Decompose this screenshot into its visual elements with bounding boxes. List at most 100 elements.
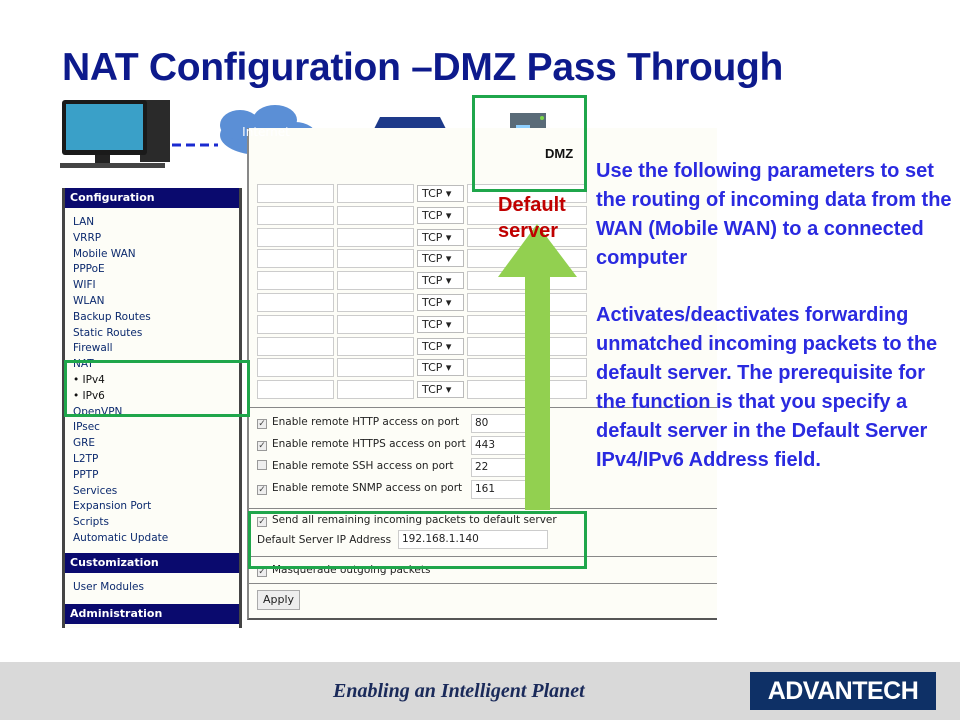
- protocol-value: TCP: [422, 208, 443, 222]
- port-input[interactable]: [337, 293, 414, 312]
- port-input[interactable]: [257, 336, 334, 356]
- port-input[interactable]: [257, 271, 334, 291]
- sidebar-item[interactable]: Expansion Port: [73, 500, 152, 513]
- sidebar-item[interactable]: OpenVPN: [73, 405, 123, 418]
- port-input[interactable]: [337, 227, 414, 247]
- description-p2: Activates/deactivates forwarding unmatch…: [596, 304, 938, 471]
- server-input[interactable]: [467, 184, 587, 203]
- remote-snmp-checkbox[interactable]: ✓: [257, 485, 267, 495]
- port-input[interactable]: [337, 205, 414, 225]
- protocol-select[interactable]: TCP ▾: [417, 337, 464, 355]
- remote-https-label: Enable remote HTTPS access on port: [272, 438, 466, 450]
- sidebar: Configuration LAN VRRP Mobile WAN PPPoE WIFI…: [62, 188, 242, 628]
- sidebar-item[interactable]: L2TP: [73, 453, 99, 465]
- remote-http-port-input[interactable]: 80: [471, 414, 527, 433]
- protocol-select[interactable]: TCP ▾: [417, 228, 464, 246]
- sidebar-item[interactable]: PPPoE: [73, 263, 105, 276]
- port-input[interactable]: [257, 227, 334, 247]
- sidebar-item[interactable]: • IPv6: [73, 389, 105, 402]
- port-input[interactable]: [337, 249, 414, 269]
- sidebar-item[interactable]: WIFI: [73, 279, 96, 292]
- port-input[interactable]: [337, 358, 414, 378]
- sidebar-item[interactable]: Scripts: [73, 516, 109, 529]
- protocol-value: TCP: [422, 296, 443, 309]
- remote-http-row: ✓ Enable remote HTTP access on port: [257, 416, 459, 429]
- protocol-value: TCP: [422, 230, 443, 244]
- protocol-select[interactable]: TCP ▾: [417, 206, 464, 224]
- slide-title: NAT Configuration –DMZ Pass Through: [62, 46, 784, 89]
- protocol-select[interactable]: TCP ▾: [417, 185, 464, 202]
- port-input[interactable]: [337, 380, 414, 400]
- sidebar-header-customization: Customization: [65, 553, 239, 573]
- port-input[interactable]: [337, 184, 414, 203]
- remote-https-row: ✓ Enable remote HTTPS access on port: [257, 438, 466, 451]
- protocol-value: TCP: [422, 339, 443, 353]
- sidebar-item[interactable]: NAT: [73, 358, 94, 371]
- description: Use the following parameters to set the …: [596, 157, 956, 475]
- protocol-value: TCP: [422, 361, 443, 375]
- sidebar-item[interactable]: • IPv4: [73, 374, 105, 386]
- footer: Enabling an Intelligent Planet ADVANTECH: [0, 662, 960, 720]
- protocol-value: TCP: [422, 317, 443, 331]
- send-remaining-label: Send all remaining incoming packets to d…: [272, 514, 557, 526]
- port-input[interactable]: [257, 380, 334, 400]
- sidebar-item[interactable]: Services: [73, 484, 118, 497]
- apply-button[interactable]: Apply: [257, 590, 301, 610]
- advantech-logo: ADVANTECH: [750, 672, 936, 710]
- sidebar-item[interactable]: Automatic Update: [73, 532, 169, 544]
- sidebar-item[interactable]: Firewall: [73, 342, 113, 355]
- port-input[interactable]: [257, 293, 334, 312]
- sidebar-header-configuration: Configuration: [65, 188, 239, 208]
- up-arrow-icon: [498, 224, 577, 510]
- port-input[interactable]: [257, 358, 334, 378]
- send-remaining-checkbox[interactable]: ✓: [257, 517, 267, 527]
- sidebar-item[interactable]: LAN: [73, 216, 95, 228]
- protocol-select[interactable]: TCP ▾: [417, 359, 464, 377]
- sidebar-item[interactable]: PPTP: [73, 468, 99, 481]
- default-server-ip-input[interactable]: 192.168.1.140: [398, 530, 548, 549]
- description-p1: Use the following parameters to set the …: [596, 160, 952, 269]
- masquerade-checkbox[interactable]: ✓: [257, 567, 267, 577]
- sidebar-item[interactable]: WLAN: [73, 295, 105, 307]
- sidebar-item[interactable]: Backup Routes: [73, 310, 151, 323]
- port-input[interactable]: [257, 249, 334, 269]
- remote-https-checkbox[interactable]: ✓: [257, 441, 267, 451]
- protocol-select[interactable]: TCP ▾: [417, 294, 464, 311]
- sidebar-item[interactable]: Mobile WAN: [73, 247, 136, 260]
- port-input[interactable]: [257, 184, 334, 203]
- remote-https-port-input[interactable]: 443: [471, 436, 527, 455]
- protocol-value: TCP: [422, 187, 443, 200]
- cloud-label: Internet: [242, 125, 290, 139]
- masquerade-row: ✓ Masquerade outgoing packets: [257, 564, 430, 577]
- protocol-select[interactable]: TCP ▾: [417, 381, 464, 399]
- port-input[interactable]: [257, 205, 334, 225]
- send-remaining-row: ✓ Send all remaining incoming packets to …: [257, 514, 557, 527]
- remote-ssh-checkbox[interactable]: [257, 460, 267, 470]
- port-input[interactable]: [337, 271, 414, 291]
- remote-snmp-port-input[interactable]: 161: [471, 480, 527, 499]
- masquerade-label: Masquerade outgoing packets: [272, 564, 431, 576]
- remote-snmp-row: ✓ Enable remote SNMP access on port: [257, 482, 462, 495]
- sidebar-item-user-modules[interactable]: User Modules: [73, 581, 144, 593]
- protocol-select[interactable]: TCP ▾: [417, 272, 464, 290]
- port-input[interactable]: [257, 314, 334, 334]
- port-input[interactable]: [337, 336, 414, 356]
- remote-http-checkbox[interactable]: ✓: [257, 419, 267, 429]
- sidebar-item[interactable]: Static Routes: [73, 326, 143, 339]
- computer-icon: [60, 100, 170, 168]
- sidebar-header-administration: Administration: [65, 604, 239, 624]
- footer-slogan: Enabling an Intelligent Planet: [333, 680, 585, 702]
- sidebar-item[interactable]: VRRP: [73, 231, 102, 244]
- remote-snmp-label: Enable remote SNMP access on port: [272, 482, 463, 494]
- remote-ssh-row: Enable remote SSH access on port: [257, 460, 453, 472]
- dmz-label: DMZ: [545, 146, 574, 161]
- nat-form-panel: TCP ▾ TCP ▾ TCP ▾ TCP ▾ TCP ▾ TCP ▾ TCP …: [247, 128, 717, 620]
- server-input[interactable]: [467, 205, 587, 225]
- remote-http-label: Enable remote HTTP access on port: [272, 416, 460, 428]
- sidebar-item[interactable]: IPsec: [73, 421, 100, 434]
- protocol-value: TCP: [422, 383, 443, 397]
- protocol-select[interactable]: TCP ▾: [417, 315, 464, 333]
- port-input[interactable]: [337, 314, 414, 334]
- sidebar-item[interactable]: GRE: [73, 437, 96, 450]
- protocol-select[interactable]: TCP ▾: [417, 250, 464, 268]
